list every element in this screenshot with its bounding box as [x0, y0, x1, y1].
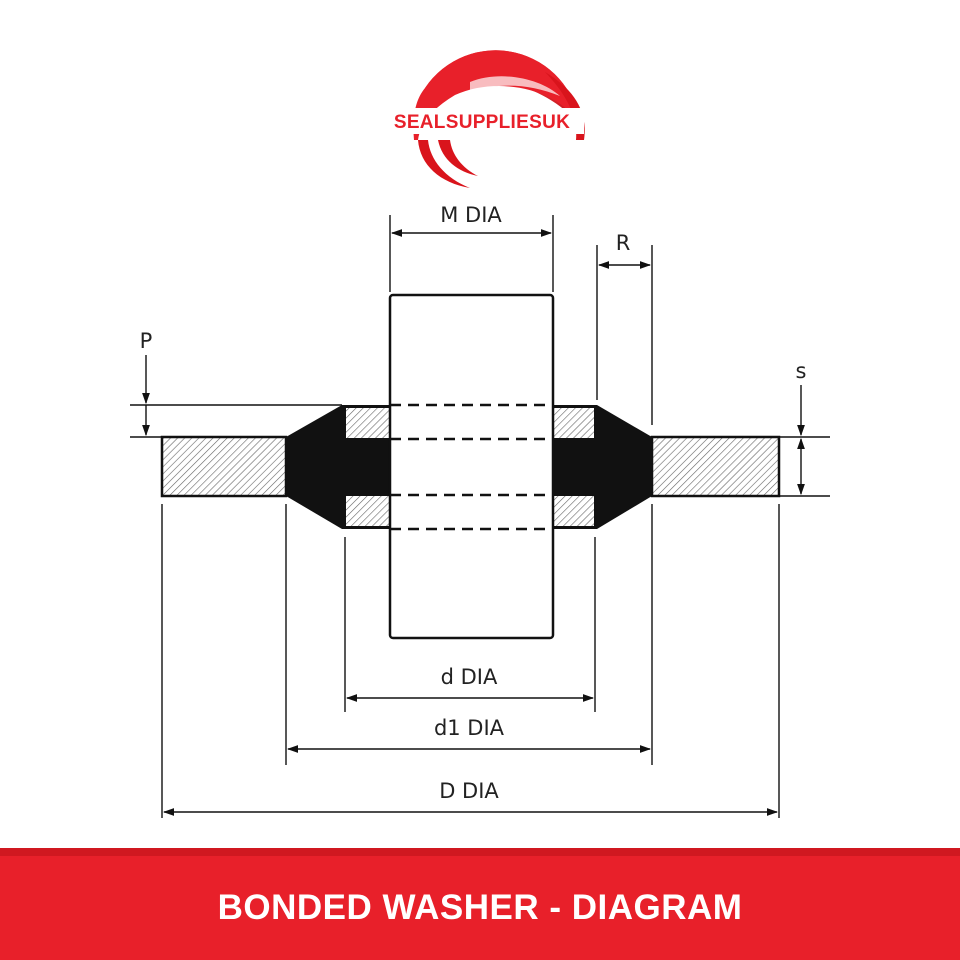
seal-insert-top-left: [344, 406, 391, 440]
hidden-lines: [390, 403, 553, 531]
brand-logo: SEALSUPPLIESUK: [380, 50, 585, 188]
footer: BONDED WASHER - DIAGRAM: [0, 848, 960, 960]
seal-insert-top-right: [552, 406, 596, 440]
label-m-dia: M DIA: [440, 203, 502, 227]
label-D-dia: D DIA: [439, 779, 499, 803]
footer-top-stripe: [0, 848, 960, 856]
logo-highlight: [470, 76, 560, 96]
logo-swoosh-outer: [418, 140, 470, 188]
footer-band: [0, 848, 960, 960]
label-d1-dia: d1 DIA: [434, 716, 505, 740]
seal-insert-bottom-left: [344, 494, 391, 528]
logo-text-band: [380, 108, 584, 134]
footer-title: BONDED WASHER - DIAGRAM: [217, 888, 743, 927]
label-r: R: [616, 231, 631, 255]
label-d-dia: d DIA: [441, 665, 498, 689]
seal-insert-bottom-right: [552, 494, 596, 528]
logo-highlight-2: [462, 94, 558, 116]
metal-ring-left: [160, 435, 288, 498]
logo-text: SEALSUPPLIESUK: [394, 112, 570, 133]
bolt-shank: [388, 293, 555, 640]
logo-swoosh-inner: [438, 140, 478, 176]
logo-sphere-body: [413, 50, 580, 140]
label-p: P: [140, 329, 153, 353]
metal-ring-right: [650, 435, 781, 498]
label-s: s: [796, 359, 807, 383]
